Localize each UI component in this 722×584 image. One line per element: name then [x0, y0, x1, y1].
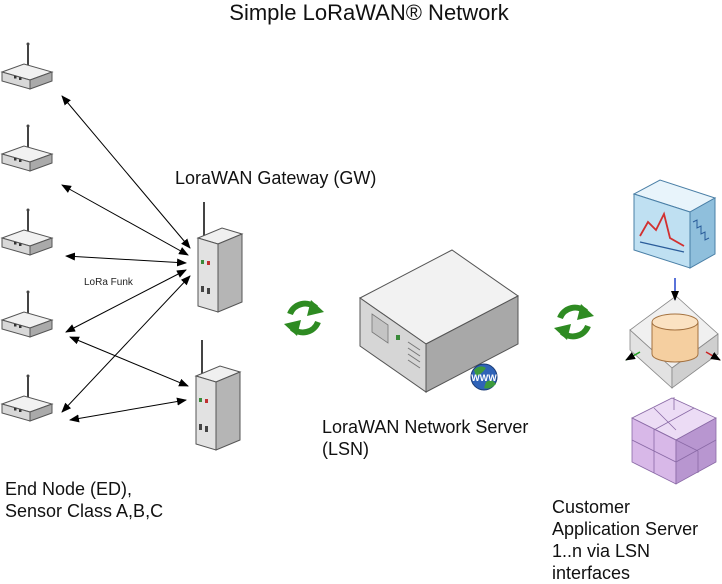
customer-label-line: Application Server	[552, 519, 699, 539]
gateway-label: LoraWAN Gateway (GW)	[175, 168, 377, 188]
gateway-device-icon	[195, 339, 241, 451]
end-node-device-icon	[1, 41, 53, 90]
network-server-label: LoraWAN Network Server (LSN)	[322, 416, 528, 460]
network-server-label-line: (LSN)	[322, 439, 370, 459]
cube-cluster-icon	[631, 397, 717, 485]
globe-icon: WWW	[470, 363, 498, 391]
sync-icon	[284, 300, 324, 336]
customer-label-line: interfaces	[552, 563, 631, 583]
lora-links	[61, 95, 191, 423]
end-node-device-icon	[1, 207, 53, 256]
lora-funk-label: LoRa Funk	[84, 277, 133, 288]
end-node-device-icon	[1, 289, 53, 338]
network-server-label-line: LoraWAN Network Server	[322, 417, 529, 437]
gateway-device-icon	[197, 201, 243, 313]
end-node-device-icon	[1, 373, 53, 422]
customer-label-line: 1..n via LSN	[552, 541, 651, 561]
end-node-device-icon	[1, 123, 53, 172]
chart-panel-icon	[632, 179, 717, 269]
customer-label-line: Customer	[552, 497, 631, 517]
end-node-label: End Node (ED), Sensor Class A,B,C	[5, 478, 163, 522]
diagram-title: Simple LoRaWAN® Network	[229, 0, 509, 25]
end-node-label-line: Sensor Class A,B,C	[5, 501, 164, 521]
customer-app-server-label: Customer Application Server 1..n via LSN…	[552, 496, 698, 584]
end-node-label-line: End Node (ED),	[5, 479, 133, 499]
server-icon	[359, 249, 519, 393]
database-icon	[625, 278, 721, 389]
sync-icon	[554, 304, 594, 340]
www-badge: WWW	[471, 373, 497, 383]
